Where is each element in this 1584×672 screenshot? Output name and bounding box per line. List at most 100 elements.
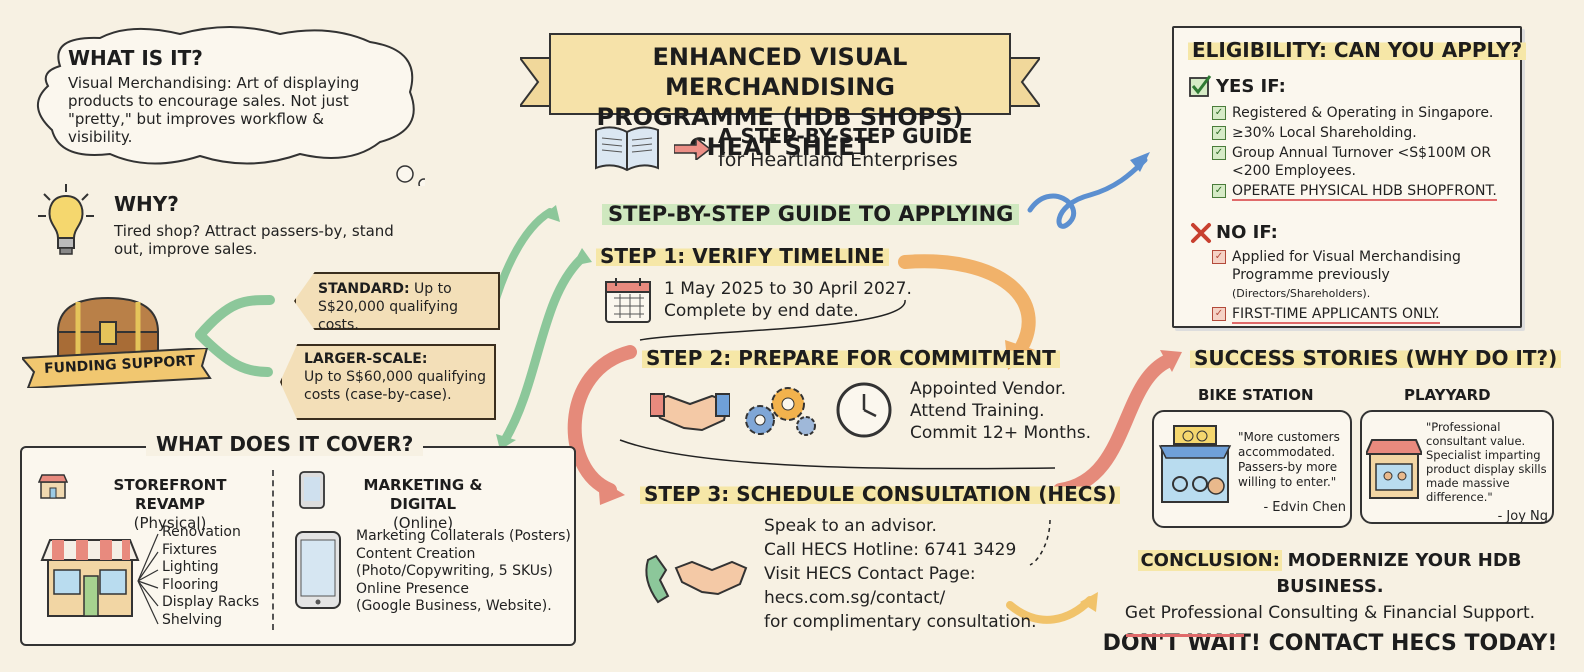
step-3-url[interactable]: hecs.com.sg/contact/	[764, 588, 946, 608]
calendar-icon	[604, 276, 652, 324]
what-is-it-heading: WHAT IS IT?	[68, 46, 203, 70]
larger-title: LARGER-SCALE:	[304, 351, 428, 367]
book-icon	[592, 122, 662, 174]
conclusion-line-1: MODERNIZE YOUR HDB BUSINESS.	[1276, 550, 1522, 597]
playyard-shop-icon	[1366, 436, 1422, 500]
success-heading: SUCCESS STORIES (WHY DO IT?)	[1190, 346, 1562, 370]
subtitle-line-1: A STEP-BY-STEP GUIDE	[718, 124, 973, 148]
marketing-item: (Photo/Copywriting, 5 SKUs)	[356, 563, 553, 579]
conclusion: CONCLUSION: MODERNIZE YOUR HDB BUSINESS.…	[1100, 548, 1560, 660]
step-3-hotline: Call HECS Hotline: 6741 3429	[764, 540, 1017, 560]
larger-text-1: Up to S$60,000 qualifying	[304, 369, 487, 385]
check-icon	[1188, 74, 1212, 98]
story-1-quote: "More customers accommodated. Passers-by…	[1238, 430, 1346, 515]
yes-item: ✓≥30% Local Shareholding.	[1212, 124, 1508, 142]
yes-list: ✓ Registered & Operating in Singapore. ✓≥…	[1212, 102, 1508, 202]
yes-item-text: Group Annual Turnover <S$100M OR	[1232, 145, 1492, 161]
storefront-item: Renovation	[162, 524, 241, 540]
small-check-icon: ✓	[1212, 184, 1226, 198]
tablet-icon	[298, 470, 326, 510]
divider-line	[272, 470, 274, 630]
step-1-body: 1 May 2025 to 30 April 2027. Complete by…	[664, 278, 912, 322]
step-2-line-3: Commit 12+ Months.	[910, 423, 1092, 443]
step-3-line: Visit HECS Contact Page:	[764, 564, 976, 584]
marketing-item: Online Presence	[356, 580, 469, 597]
gears-icon	[738, 382, 818, 442]
why-body: Tired shop? Attract passers-by, stand ou…	[114, 222, 394, 258]
yes-item-text: OPERATE PHYSICAL HDB SHOPFRONT.	[1232, 183, 1497, 201]
step-2-body: Appointed Vendor. Attend Training. Commi…	[910, 378, 1091, 444]
marketing-title: MARKETING & DIGITAL (Online)	[330, 476, 516, 533]
standard-text-1: Up to	[414, 281, 452, 297]
eligibility-heading: ELIGIBILITY: CAN YOU APPLY?	[1188, 38, 1527, 62]
larger-funding-tag	[280, 344, 496, 420]
larger-funding-text: LARGER-SCALE: Up to S$60,000 qualifying …	[304, 350, 494, 404]
what-is-it-body: Visual Merchandising: Art of displaying …	[68, 74, 360, 146]
what-is-it-cloud: WHAT IS IT? Visual Merchandising: Art of…	[30, 26, 425, 186]
storefront-item: Flooring	[162, 576, 219, 593]
storefront-title-text: STOREFRONT REVAMP	[113, 476, 227, 513]
marketing-item: (Google Business, Website).	[356, 598, 552, 614]
step-3-title: STEP 3: SCHEDULE CONSULTATION (HECS)	[640, 482, 1121, 506]
conclusion-line-2: Get Professional Consulting & Financial …	[1124, 603, 1536, 623]
no-item-text: Applied for Visual Merchandising	[1232, 249, 1461, 265]
standard-title: STANDARD:	[318, 281, 410, 297]
arrow-right-icon	[674, 138, 710, 160]
storefront-title: STOREFRONT REVAMP (Physical)	[80, 476, 260, 533]
story-2-quote-text: "Professional consultant value. Speciali…	[1426, 420, 1547, 504]
cross-icon	[1190, 222, 1212, 244]
step-1-line-2: Complete by end date.	[664, 301, 859, 321]
yes-item: ✓ Registered & Operating in Singapore.	[1212, 104, 1508, 122]
no-item-text: (Directors/Shareholders).	[1232, 287, 1371, 300]
title-line-1: ENHANCED VISUAL MERCHANDISING	[652, 43, 908, 101]
no-item-text: Programme previously	[1232, 267, 1390, 283]
small-check-icon: ✓	[1212, 146, 1226, 160]
phone-icon	[294, 530, 342, 610]
step-1-title: STEP 1: VERIFY TIMELINE	[596, 244, 889, 268]
story-2-quote: "Professional consultant value. Speciali…	[1426, 420, 1548, 524]
storefront-item: Lighting	[162, 559, 219, 575]
shopfront-icon	[40, 530, 140, 620]
marketing-item: Marketing Collaterals (Posters)	[356, 528, 571, 544]
title-line-2: PROGRAMME (HDB SHOPS) CHEAT SHEET	[596, 103, 964, 161]
yes-item-text: Registered & Operating in Singapore.	[1232, 105, 1494, 121]
step-3-line: Speak to an advisor.	[764, 516, 937, 536]
no-item: ✓FIRST-TIME APPLICANTS ONLY.	[1212, 305, 1512, 324]
story-2-author: - Joy Ng	[1497, 509, 1548, 524]
no-heading: NO IF:	[1216, 222, 1278, 243]
yes-heading: YES IF:	[1216, 76, 1286, 97]
handshake-icon	[650, 380, 730, 440]
step-1-line-1: 1 May 2025 to 30 April 2027.	[664, 279, 912, 299]
small-check-icon: ✓	[1212, 106, 1226, 120]
marketing-title-text: MARKETING & DIGITAL	[363, 476, 483, 513]
phone-handshake-icon	[640, 540, 750, 610]
step-2-line-1: Appointed Vendor.	[910, 379, 1066, 399]
why-heading: WHY?	[114, 192, 179, 216]
no-item-text: FIRST-TIME APPLICANTS ONLY.	[1232, 306, 1440, 324]
marketing-item: Content Creation	[356, 545, 476, 562]
storefront-item: Display Racks	[162, 594, 260, 610]
story-1-author: - Edvin Chen	[1263, 500, 1346, 515]
guide-heading: STEP-BY-STEP GUIDE TO APPLYING	[602, 200, 1020, 228]
step-3-line: for complimentary consultation.	[764, 612, 1037, 632]
conclusion-cta: DON'T WAIT! CONTACT HECS TODAY!	[1102, 631, 1558, 656]
step-2-title: STEP 2: PREPARE FOR COMMITMENT	[642, 346, 1060, 370]
small-x-icon: ✓	[1212, 250, 1226, 264]
storefront-item: Shelving	[162, 611, 223, 628]
yes-item: ✓ OPERATE PHYSICAL HDB SHOPFRONT.	[1212, 182, 1508, 201]
storefront-item: Fixtures	[162, 541, 217, 558]
story-1-name: BIKE STATION	[1198, 386, 1314, 404]
eligibility-card	[1172, 26, 1522, 328]
story-1-quote-text: "More customers accommodated. Passers-by…	[1238, 430, 1340, 489]
conclusion-label: CONCLUSION:	[1138, 550, 1282, 571]
bike-shop-icon	[1158, 424, 1232, 504]
standard-text-2: S$20,000 qualifying costs.	[318, 299, 458, 333]
lightbulb-icon	[36, 182, 96, 262]
bracket-arrows	[137, 533, 159, 625]
subtitle-line-2: for Heartland Enterprises	[718, 149, 958, 171]
marketing-sub: (Online)	[392, 514, 454, 532]
coverage-heading: WHAT DOES IT COVER?	[146, 432, 424, 456]
standard-funding-text: STANDARD: Up to S$20,000 qualifying cost…	[318, 280, 498, 334]
